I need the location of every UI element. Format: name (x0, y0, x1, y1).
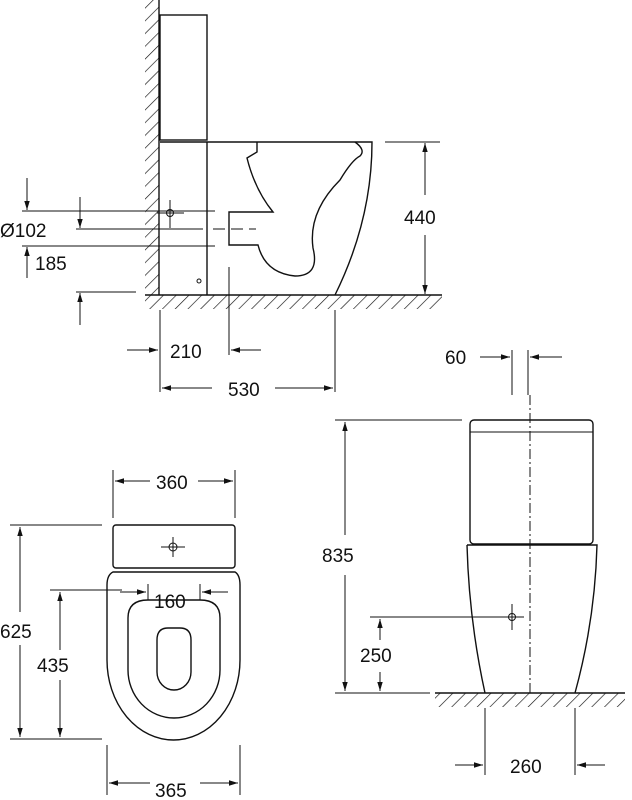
seat-opening (156, 627, 192, 691)
outlet-height-label: 185 (35, 254, 67, 275)
pedestal-outline (466, 544, 598, 694)
front-view: 60 835 250 260 (322, 348, 625, 778)
depth-label: 530 (228, 380, 260, 401)
outlet-setback-label: 210 (170, 342, 202, 363)
bowl-width-label: 365 (155, 781, 187, 800)
fixing-hole (196, 278, 202, 284)
cistern-top (112, 524, 236, 569)
floor-hatch (435, 693, 625, 707)
bowl-outline-top (106, 571, 241, 741)
base-width-label: 260 (510, 757, 542, 778)
bowl-outline (160, 141, 373, 296)
overall-depth-label: 625 (0, 622, 32, 643)
cistern-front (469, 419, 594, 545)
cistern-side (159, 14, 208, 141)
offset-label: 60 (445, 348, 466, 369)
floor-hatch (145, 295, 442, 309)
overall-height-label: 835 (322, 546, 354, 567)
diameter-label: Ø102 (0, 221, 46, 242)
tank-width-label: 360 (156, 473, 188, 494)
bowl-depth-label: 435 (37, 656, 69, 677)
top-view: 160 360 625 435 365 (0, 470, 241, 800)
fixing-height-label: 250 (360, 646, 392, 667)
height-label: 440 (404, 208, 436, 229)
seat-outline (127, 599, 221, 719)
side-view: Ø102 185 440 210 530 (0, 0, 442, 401)
fixing-spacing-label: 160 (154, 592, 186, 613)
bowl-trap (228, 141, 363, 277)
wall-hatch (145, 0, 159, 295)
